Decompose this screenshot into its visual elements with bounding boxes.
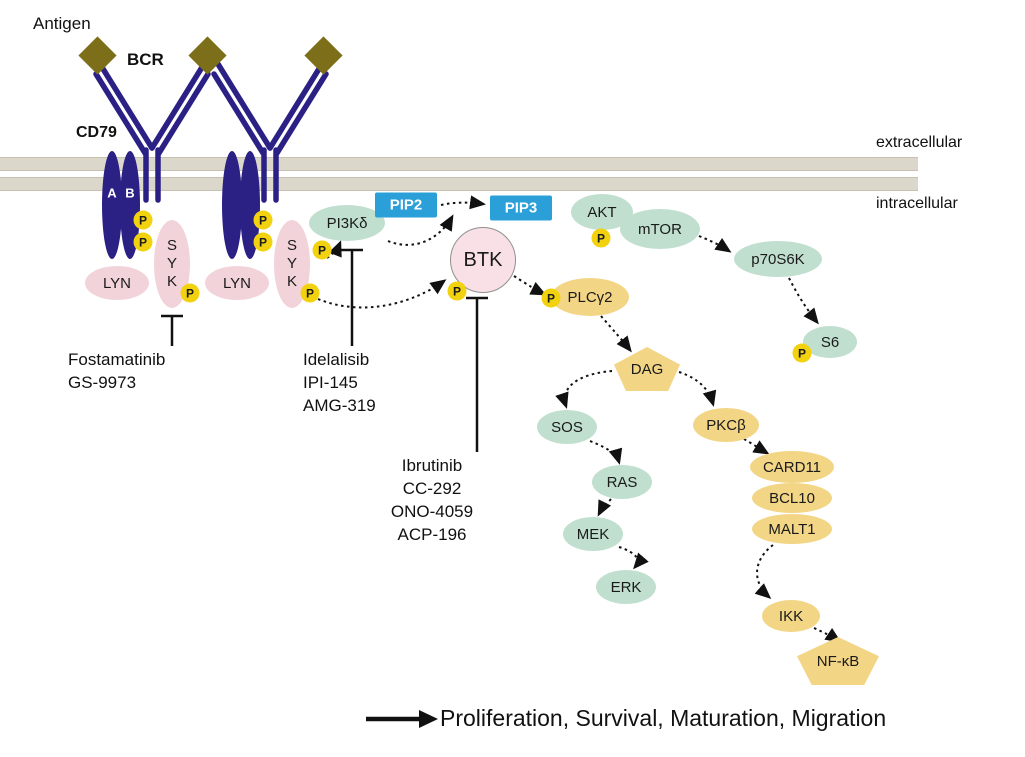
phospho-badge: P: [253, 210, 273, 230]
extracellular-label: extracellular: [876, 134, 963, 151]
node-bcl10: BCL10: [752, 483, 832, 513]
arrow-syk-to-btk: [317, 279, 447, 309]
phospho-badge: P: [447, 281, 467, 301]
phospho-badge: P: [253, 232, 273, 252]
arrow-pi3kd-to-pip-conversion: [387, 214, 454, 246]
arrow-dag-to-sos: [555, 370, 613, 409]
node-lyn-2: LYN: [205, 266, 269, 300]
phospho-badge: P: [591, 228, 611, 248]
node-lyn-1: LYN: [85, 266, 149, 300]
node-s6: S6: [803, 326, 857, 358]
phospho-badge: P: [312, 240, 332, 260]
phospho-badge: P: [133, 210, 153, 230]
node-sos: SOS: [537, 410, 597, 444]
arrow-ras-to-mek: [597, 498, 612, 517]
phospho-badge: P: [541, 288, 561, 308]
node-pip2: PIP2: [375, 192, 437, 218]
node-plcg2: PLCγ2: [551, 278, 629, 316]
node-pkcb: PKCβ: [693, 408, 759, 442]
cd79-label: CD79: [76, 124, 117, 141]
arrow-pip2-to-pip3: [440, 195, 486, 210]
phospho-badge: P: [133, 232, 153, 252]
arrow-pkcb-to-card11: [743, 438, 770, 455]
arrow-malt1-to-ikk: [754, 544, 774, 599]
antigen-diamonds: [78, 36, 343, 75]
drug-line: Fostamatinib: [68, 350, 166, 369]
node-p70s6k: p70S6K: [734, 241, 822, 277]
cd79b-label: B: [125, 185, 135, 201]
node-ras: RAS: [592, 465, 652, 499]
bcr-label: BCR: [127, 50, 164, 69]
syk-label: SYK: [283, 237, 301, 291]
drug-line: AMG-319: [303, 396, 376, 415]
node-pip3: PIP3: [490, 195, 552, 221]
arrow-sos-to-ras: [589, 440, 623, 465]
node-mek: MEK: [563, 517, 623, 551]
cd79a-label: A: [107, 185, 117, 201]
drug-line: Ibrutinib: [401, 456, 463, 475]
node-malt1: MALT1: [752, 514, 832, 544]
bcr-antibody-1: [93, 61, 211, 203]
outcome-text: Proliferation, Survival, Maturation, Mig…: [440, 705, 887, 731]
btk-inhibitors-label: Ibrutinib CC-292 ONO-4059 ACP-196: [372, 454, 492, 546]
drug-line: Idelalisib: [303, 350, 370, 369]
syk-label: SYK: [163, 237, 181, 291]
phospho-badge: P: [180, 283, 200, 303]
phospho-badge: P: [300, 283, 320, 303]
node-pi3kd: PI3Kδ: [309, 205, 385, 241]
arrow-p70s6k-to-s6: [788, 277, 819, 325]
pi3k-inhibitors-label: Idelalisib IPI-145 AMG-319: [303, 348, 376, 417]
inhibitor-lines: [161, 248, 488, 452]
arrow-btk-to-plcg2: [513, 275, 547, 296]
drug-line: CC-292: [402, 479, 462, 498]
phospho-badge: P: [792, 343, 812, 363]
drug-line: ACP-196: [397, 525, 467, 544]
node-erk: ERK: [596, 570, 656, 604]
drug-line: GS-9973: [68, 373, 137, 392]
arrow-plcg2-to-dag: [600, 315, 632, 353]
arrow-dag-to-pkcb: [678, 371, 717, 407]
drug-line: IPI-145: [303, 373, 358, 392]
arrow-mtor-to-p70s6k: [698, 235, 732, 253]
node-ikk: IKK: [762, 600, 820, 632]
arrow-mek-to-erk: [618, 546, 649, 570]
cd79-ovals: [102, 151, 260, 259]
antigen-label: Antigen: [33, 14, 91, 33]
syk-inhibitors-label: Fostamatinib GS-9973: [68, 348, 165, 394]
node-mtor: mTOR: [620, 209, 700, 249]
drug-line: ONO-4059: [390, 502, 474, 521]
outcome-arrow: [366, 710, 438, 728]
intracellular-label: intracellular: [876, 195, 958, 212]
bcr-antibody-2: [211, 61, 329, 203]
node-card11: CARD11: [750, 451, 834, 483]
